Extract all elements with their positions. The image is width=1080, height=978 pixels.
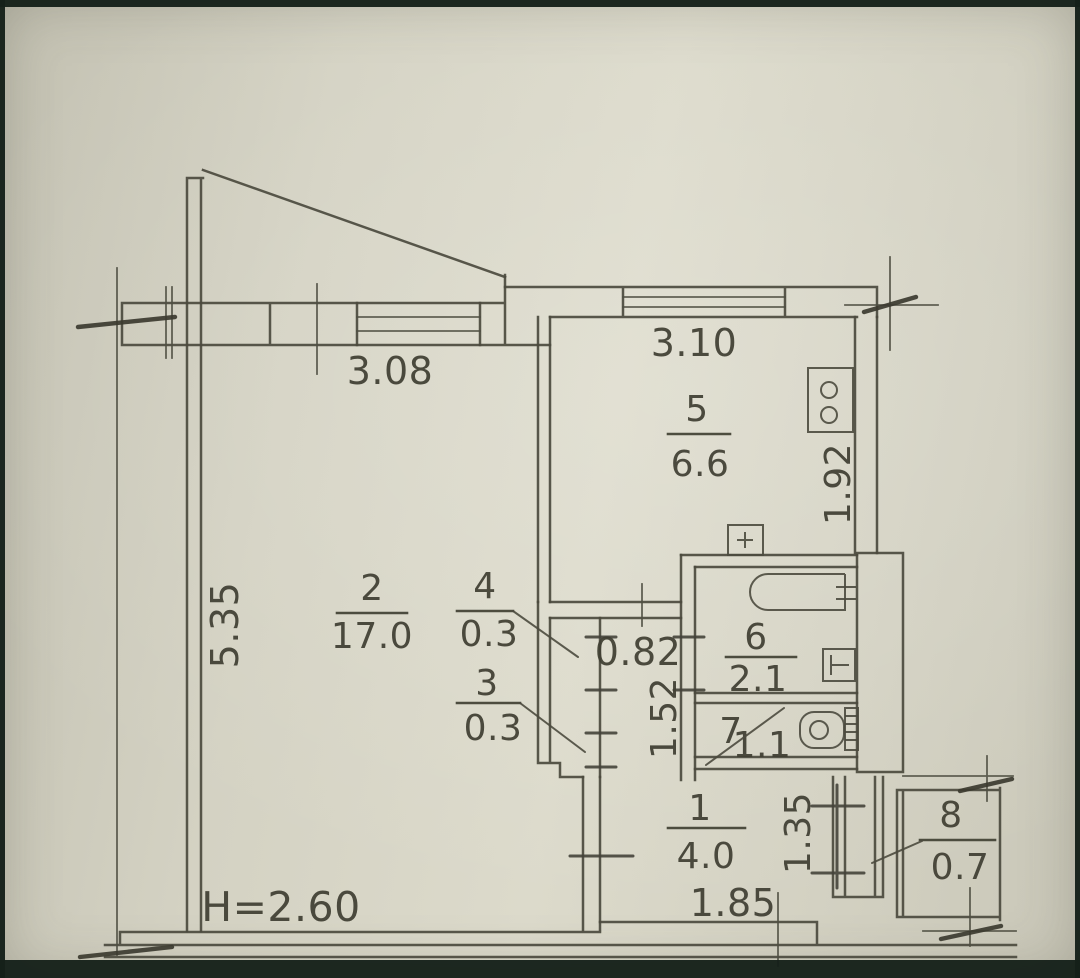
toilet-bottom-wall [693,755,859,771]
bathroom-top-wall [679,553,859,569]
room6-area: 2.1 [729,659,788,700]
room5-number: 5 [685,389,708,430]
washbasin-icon [822,648,856,682]
room8-number: 8 [939,795,962,836]
scan-edge-bottom [0,960,1080,978]
balcony-top-dimension-line [902,755,1014,802]
stove-icon [807,367,854,433]
corridor-top-wall [548,600,683,620]
dim-corridor-depth: 1.52 [644,677,685,759]
kitchen-top-wall [503,285,879,319]
dim-balcony-depth: 1.35 [778,792,819,874]
room7-area: 1.1 [733,725,792,766]
bathtub-icon [749,573,856,611]
sink-icon [727,524,764,556]
room2-top-wall-extensions [165,286,173,359]
scan-edge-top [0,0,1080,7]
scan-edge-left [0,0,5,978]
dim-corridor-width: 0.82 [595,630,682,674]
room2-area: 17.0 [331,616,413,657]
vestibule-walls [831,775,885,899]
balcony-diagonal-wall [201,168,507,279]
room2-window-glass [356,316,481,332]
room1-number: 1 [688,788,711,829]
room6-number: 6 [744,617,767,658]
kitchen-right-wall [853,315,879,555]
left-wall [185,176,205,933]
dimension-labels: 3.08 3.10 5.35 1.92 0.82 1.52 1.35 1.85 … [201,321,859,931]
dim-hall-width: 1.85 [690,881,777,925]
hall-left-wall [581,775,602,932]
room3-leader-line [519,702,586,753]
corridor-right-wall [679,553,697,782]
bath-toilet-divider-wall [693,691,859,705]
room4-number: 4 [473,566,496,607]
room7-slash-line [705,707,785,766]
room3-area: 0.3 [464,708,523,749]
scan-edge-right [1075,0,1080,978]
room4-area: 0.3 [460,614,519,655]
fixtures [727,367,859,751]
dim-room2-width: 3.08 [347,349,434,393]
room8-area: 0.7 [931,847,990,888]
toilet-icon [799,707,859,751]
ceiling-height-note: H=2.60 [201,883,360,931]
room2-window [355,301,482,347]
dim-kitchen-width: 3.10 [651,321,738,365]
kitchen-left-wall [536,315,552,604]
dimension-lines [75,256,1017,967]
right-wall-column [855,551,905,774]
kitchen-window-glass [622,296,786,308]
balcony-walls [895,786,1002,922]
bottom-walls [103,920,1018,959]
room4-leader-line [512,610,579,658]
dim-kitchen-depth: 1.92 [818,443,859,525]
room5-area: 6.6 [671,444,730,485]
dimension-ticks-small [568,635,866,890]
closet-walls [536,600,602,779]
room2-number: 2 [360,568,383,609]
room-labels: 2 17.0 4 0.3 3 0.3 5 6.6 6 2.1 7 1.1 1 4… [331,389,997,888]
dim-left-height: 5.35 [203,582,247,669]
room3-number: 3 [475,663,498,704]
room8-leader-line [871,840,923,864]
dimension-ticks-bold [75,294,1015,960]
room1-area: 4.0 [677,836,736,877]
walls [103,168,1018,959]
